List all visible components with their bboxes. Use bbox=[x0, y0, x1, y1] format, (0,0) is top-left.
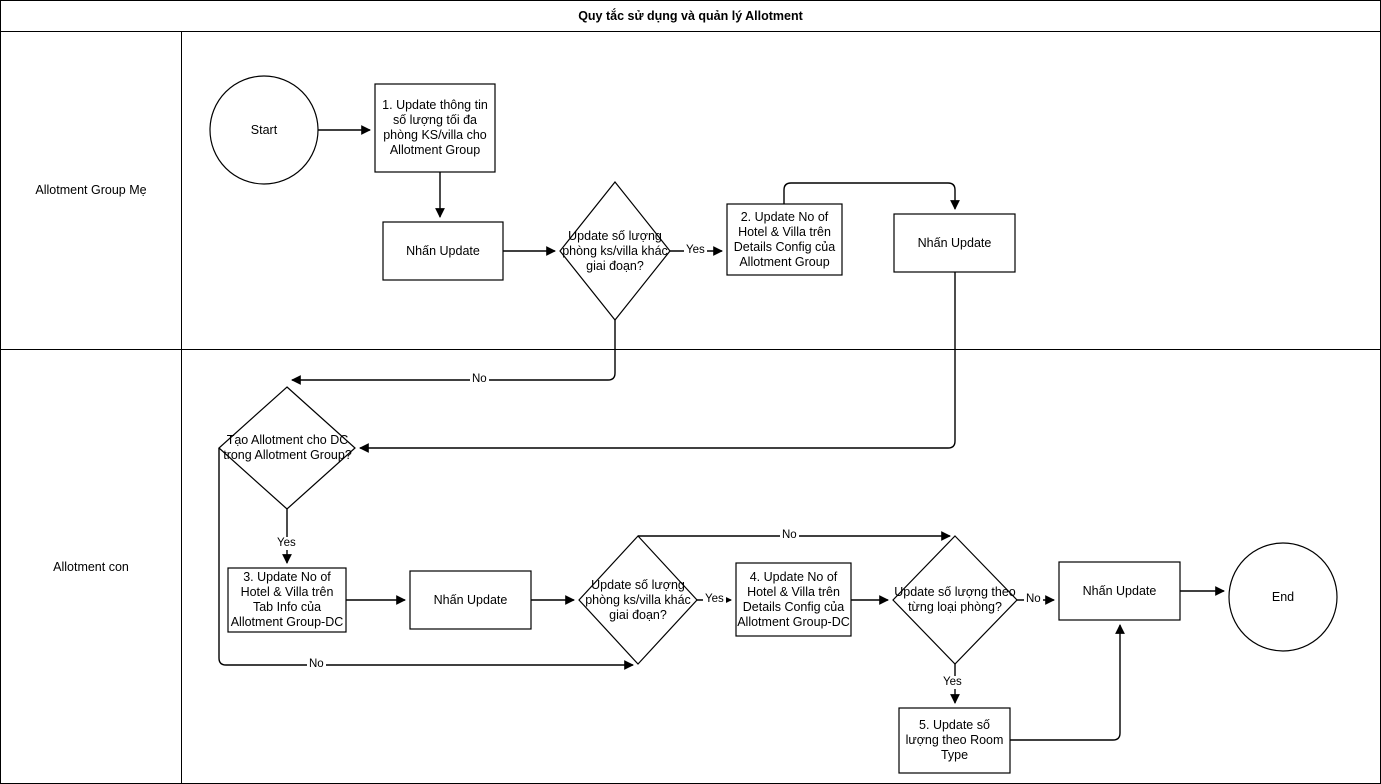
node-update-b-label[interactable]: Nhấn Update bbox=[917, 235, 992, 250]
node-step4-label[interactable]: 4. Update No of Hotel & Villa trên Detai… bbox=[737, 569, 850, 629]
edge-label-decision1-yes: Yes bbox=[684, 244, 707, 257]
edge-update-b-to-decision2 bbox=[359, 272, 956, 453]
lane-label-allotment-con: Allotment con bbox=[53, 559, 129, 574]
edge-decision2-no-to-decision3 bbox=[218, 448, 634, 670]
node-update-c-label[interactable]: Nhấn Update bbox=[433, 592, 508, 607]
node-step3-label[interactable]: 3. Update No of Hotel & Villa trên Tab I… bbox=[230, 570, 344, 629]
node-step5-shape bbox=[898, 707, 1011, 774]
node-step4-shape bbox=[735, 562, 852, 637]
node-step2-label[interactable]: 2. Update No of Hotel & Villa trên Detai… bbox=[733, 209, 836, 269]
edge-label-decision2-no: No bbox=[307, 658, 326, 671]
node-update-d-label[interactable]: Nhấn Update bbox=[1082, 583, 1157, 598]
node-update-a-label[interactable]: Nhấn Update bbox=[406, 243, 480, 258]
node-end-label[interactable]: End bbox=[1271, 589, 1295, 604]
lane-label-allotment-group-me: Allotment Group Mẹ bbox=[35, 183, 147, 197]
node-decision1-label[interactable]: Update số lượng phòng ks/villa khác giai… bbox=[562, 228, 668, 273]
diagram-title: Quy tắc sử dụng và quản lý Allotment bbox=[578, 8, 803, 23]
node-decision2-label[interactable]: Tạo Allotment cho DC trong Allotment Gro… bbox=[223, 433, 352, 462]
node-end-shape bbox=[1228, 542, 1338, 652]
node-start-label[interactable]: Start bbox=[250, 122, 278, 137]
node-step2-shape bbox=[726, 203, 843, 276]
node-decision4-label[interactable]: Update số lượng theo từng loại phòng? bbox=[894, 585, 1016, 614]
node-decision3-label[interactable]: Update số lượng phòng ks/villa khác giai… bbox=[585, 577, 691, 622]
edge-label-decision4-no: No bbox=[1024, 593, 1043, 606]
edge-label-decision3-no: No bbox=[780, 529, 799, 542]
node-decision3-shape bbox=[578, 535, 698, 665]
edge-label-decision2-yes: Yes bbox=[275, 537, 298, 550]
edge-label-decision4-yes: Yes bbox=[941, 676, 964, 689]
edge-label-decision1-no: No bbox=[470, 373, 489, 386]
node-update-b-shape bbox=[893, 213, 1016, 273]
edge-step2-to-update-b bbox=[783, 182, 960, 210]
node-step1-shape bbox=[374, 83, 496, 173]
node-step5-label[interactable]: 5. Update số lượng theo Room Type bbox=[905, 718, 1004, 762]
edge-step5-to-update-d bbox=[1010, 624, 1125, 741]
edge-decision1-no-to-decision2 bbox=[291, 320, 616, 385]
node-step3-shape bbox=[227, 567, 347, 633]
node-step1-label[interactable]: 1. Update thông tin số lượng tối đa phòn… bbox=[382, 98, 488, 157]
edge-label-decision3-yes: Yes bbox=[703, 593, 726, 606]
